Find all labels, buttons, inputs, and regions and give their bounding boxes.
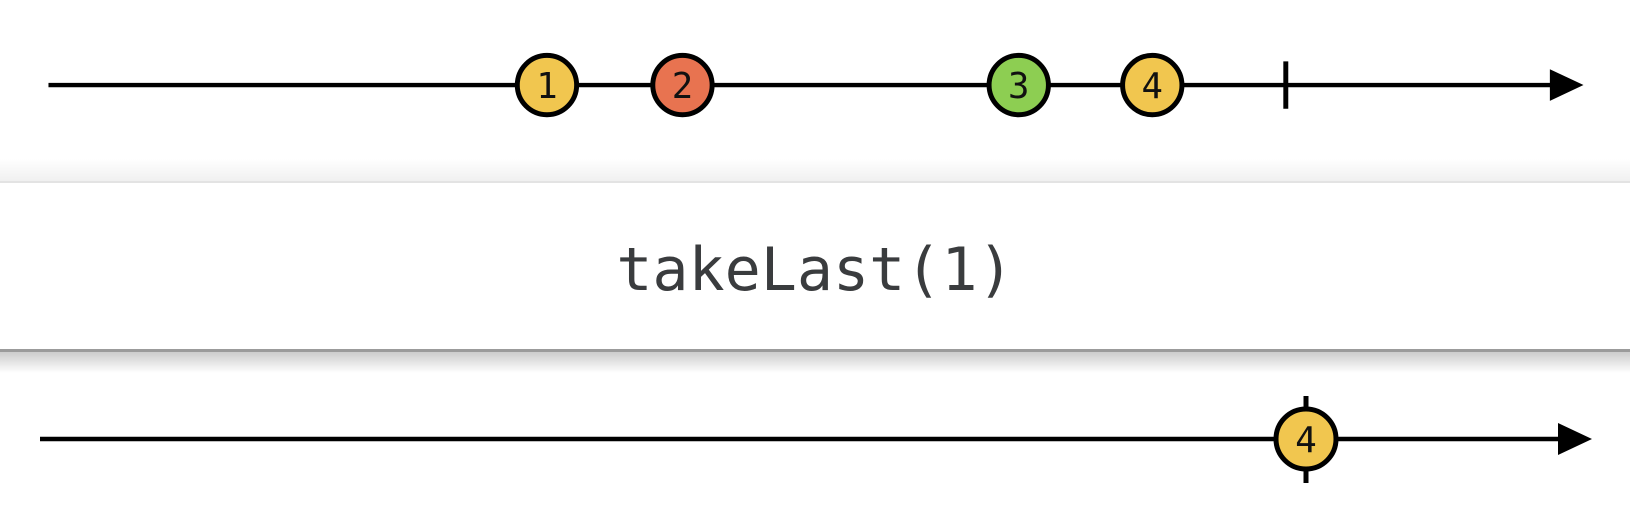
source-timeline: 1 2 3 4 [48,52,1584,118]
result-stream-section: 4 [0,352,1630,532]
marble-label: 4 [1142,66,1163,107]
marble[interactable]: 3 [986,52,1051,118]
marble-circle[interactable] [986,52,1051,118]
arrowhead-icon [1549,69,1584,101]
marble-label: 3 [1008,66,1029,107]
marble-circle[interactable] [650,52,715,118]
marble[interactable]: 1 [514,52,580,118]
marble[interactable]: 4 [1120,52,1185,118]
source-stream-section: 1 2 3 4 [0,0,1630,181]
arrowhead-icon [1558,423,1592,455]
marble-label: 1 [536,66,557,107]
marble-label: 2 [672,66,693,107]
marble-circle [1273,406,1339,472]
operator-label: takeLast(1) [616,235,1014,305]
result-timeline: 4 [40,396,1592,483]
marble-circle[interactable] [514,52,580,118]
marble: 4 [1273,406,1339,472]
marble[interactable]: 2 [650,52,715,118]
marble-circle[interactable] [1120,52,1185,118]
operator-box: takeLast(1) [0,181,1630,352]
marble-label: 4 [1295,420,1317,461]
